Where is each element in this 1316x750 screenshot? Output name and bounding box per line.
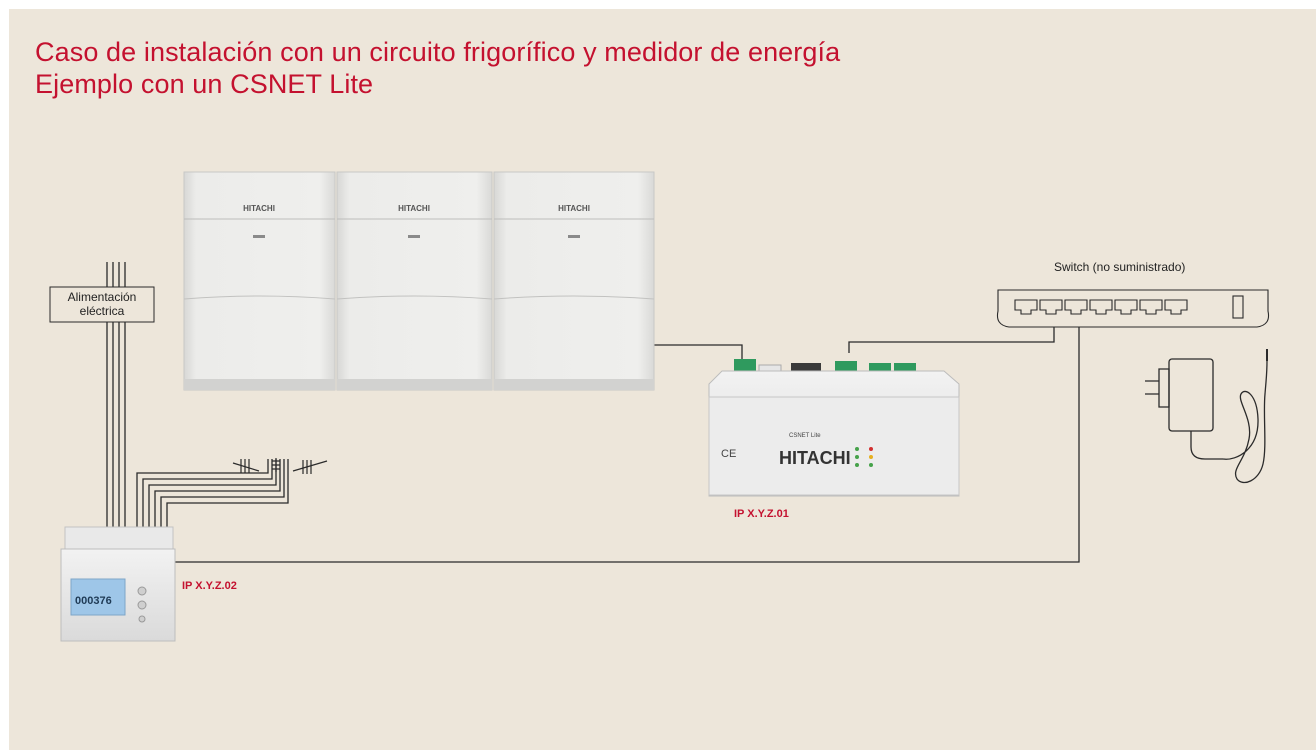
switch-port (1064, 299, 1088, 315)
ce-mark: CE (721, 448, 736, 460)
meter-display (70, 578, 126, 616)
switch-ports (1014, 299, 1188, 315)
csnet-model-label: CSNET Lite (789, 433, 821, 439)
meter-button (138, 615, 146, 623)
switch-port (1139, 299, 1163, 315)
status-led (869, 447, 873, 451)
power-supply-label-1: Alimentación (68, 290, 137, 304)
status-led (855, 463, 859, 467)
meter-reading: 000376 (75, 595, 112, 607)
wire-ct-1 (136, 459, 269, 529)
switch-port (1164, 299, 1188, 315)
logo-mark (568, 235, 580, 238)
diagram-title-line2: Ejemplo con un CSNET Lite (35, 69, 374, 99)
outdoor-unit-1: HITACHI (183, 171, 336, 391)
meter-button (137, 600, 147, 610)
diagram-canvas: Caso de instalación con un circuito frig… (9, 9, 1316, 750)
outdoor-unit-brand: HITACHI (558, 204, 590, 213)
wire-power-top (106, 262, 126, 287)
power-supply-label-2: eléctrica (80, 304, 125, 318)
power-supply-box: Alimentación eléctrica (49, 286, 155, 323)
outdoor-unit-brand: HITACHI (243, 204, 275, 213)
switch-port (1089, 299, 1113, 315)
diagram-title-line1: Caso de instalación con un circuito frig… (35, 37, 841, 67)
wire-meter-to-switch (173, 314, 1080, 563)
switch-port (1114, 299, 1138, 315)
switch-status-slot (1232, 295, 1244, 319)
wire-ct-4 (154, 459, 281, 529)
csnet-lite-controller: CSNET Lite HITACHI CE IP X.Y.Z.01 (708, 359, 960, 520)
outdoor-unit-2: HITACHI (336, 171, 493, 391)
network-switch: Switch (no suministrado) (996, 260, 1270, 328)
energy-meter: 000376 IP X.Y.Z.02 (60, 526, 237, 642)
csnet-brand-label: HITACHI (779, 448, 851, 468)
power-adapter-icon (1145, 349, 1268, 484)
switch-port (1014, 299, 1038, 315)
logo-mark (408, 235, 420, 238)
status-led (855, 455, 859, 459)
wire-csnet-to-switch (848, 314, 1055, 353)
outdoor-unit-brand: HITACHI (398, 204, 430, 213)
installation-diagram: Alimentación eléctrica HITACHI HITACHI (49, 171, 1270, 642)
outdoor-units: HITACHI HITACHI HITACHI (183, 171, 655, 391)
logo-mark (253, 235, 265, 238)
wire-ct-6 (166, 459, 289, 529)
switch-label: Switch (no suministrado) (1054, 260, 1185, 274)
wire-power-down (106, 322, 126, 529)
csnet-ip-label: IP X.Y.Z.01 (734, 508, 789, 520)
switch-port (1039, 299, 1063, 315)
wire-ct-5 (160, 459, 285, 529)
wire-outdoor-to-csnet (654, 344, 743, 359)
status-led (869, 463, 873, 467)
status-led (855, 447, 859, 451)
status-led (869, 455, 873, 459)
current-transformer-icon (232, 458, 328, 474)
outdoor-unit-3: HITACHI (493, 171, 655, 391)
wire-ct-3 (148, 459, 277, 529)
meter-button (137, 586, 147, 596)
meter-ip-label: IP X.Y.Z.02 (182, 580, 237, 592)
